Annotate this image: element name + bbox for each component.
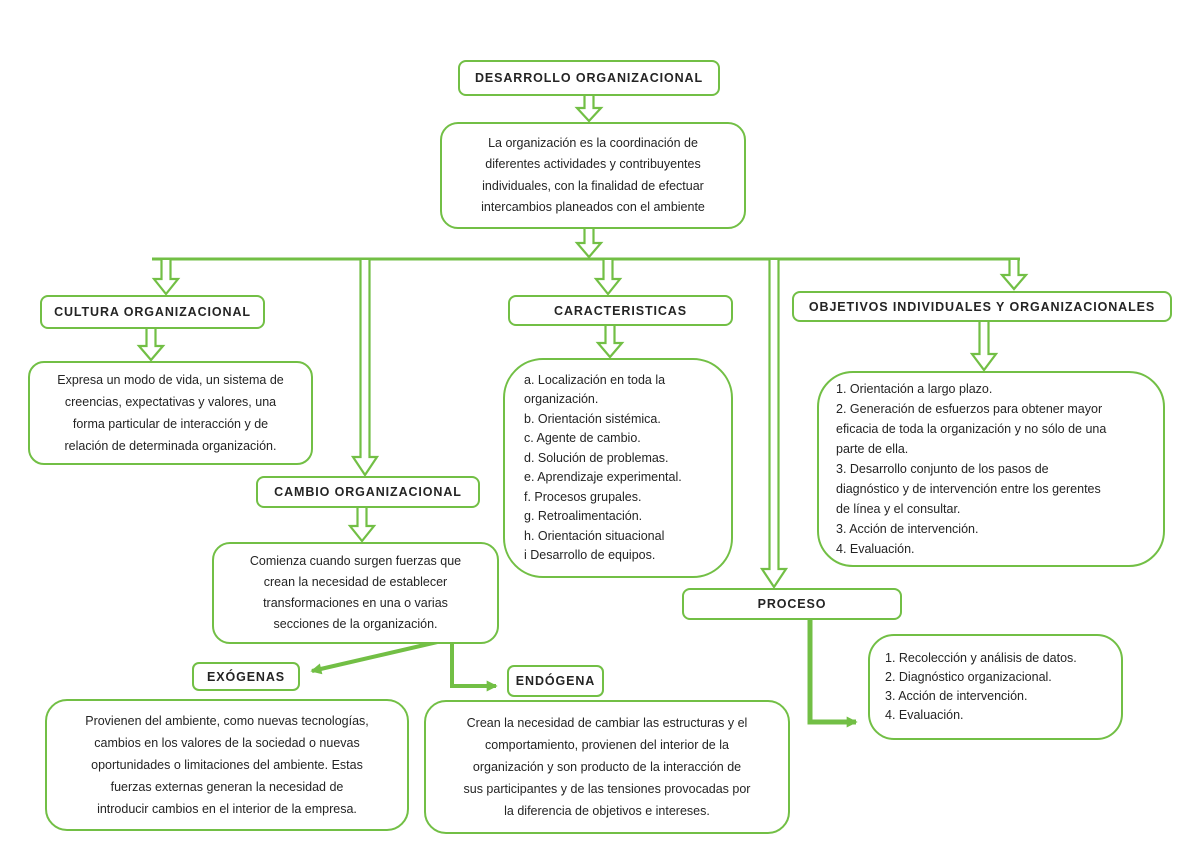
arrow-bus-to-proceso xyxy=(759,260,789,589)
node-endogena-title: ENDÓGENA xyxy=(507,665,604,697)
arrow-caracteristicas-to-lista xyxy=(595,326,625,359)
cultura-descripcion-text: Expresa un modo de vida, un sistema de c… xyxy=(57,373,284,453)
arrow-definicion-to-bus xyxy=(574,228,604,259)
node-exogenas-title: EXÓGENAS xyxy=(192,662,300,691)
node-exogenas-descripcion: Provienen del ambiente, como nuevas tecn… xyxy=(45,699,409,831)
node-cultura-title: CULTURA ORGANIZACIONAL xyxy=(40,295,265,329)
arrow-cambio-to-descripcion xyxy=(347,508,377,543)
node-caracteristicas-lista: a. Localización en toda la organización.… xyxy=(503,358,733,578)
arrow-cambio-to-exogenas xyxy=(310,638,447,675)
node-caracteristicas-title: CARACTERISTICAS xyxy=(508,295,733,326)
exogenas-descripcion-text: Provienen del ambiente, como nuevas tecn… xyxy=(85,714,369,816)
endogena-descripcion-text: Crean la necesidad de cambiar las estruc… xyxy=(463,716,751,818)
node-proceso-lista: 1. Recolección y análisis de datos. 2. D… xyxy=(868,634,1123,740)
node-cambio-title: CAMBIO ORGANIZACIONAL xyxy=(256,476,480,508)
arrow-objetivos-to-lista xyxy=(969,322,999,372)
arrow-cultura-to-descripcion xyxy=(136,329,166,362)
objetivos-lista-text: 1. Orientación a largo plazo. 2. Generac… xyxy=(836,382,1107,556)
node-cambio-descripcion: Comienza cuando surgen fuerzas que crean… xyxy=(212,542,499,644)
arrow-bus-to-cambio xyxy=(350,260,380,477)
node-desarrollo-title: DESARROLLO ORGANIZACIONAL xyxy=(458,60,720,96)
definicion-text: La organización es la coordinación de di… xyxy=(481,135,705,215)
proceso-title-label: PROCESO xyxy=(757,597,827,611)
node-objetivos-title: OBJETIVOS INDIVIDUALES Y ORGANIZACIONALE… xyxy=(792,291,1172,322)
caracteristicas-title-label: CARACTERISTICAS xyxy=(554,303,687,318)
node-definicion: La organización es la coordinación de di… xyxy=(440,122,746,229)
endogena-title-label: ENDÓGENA xyxy=(515,674,596,688)
arrow-bus-to-cultura xyxy=(151,260,181,296)
caracteristicas-lista-text: a. Localización en toda la organización.… xyxy=(524,372,682,563)
node-cultura-descripcion: Expresa un modo de vida, un sistema de c… xyxy=(28,361,313,465)
objetivos-title-label: OBJETIVOS INDIVIDUALES Y ORGANIZACIONALE… xyxy=(808,299,1156,314)
cambio-descripcion-text: Comienza cuando surgen fuerzas que crean… xyxy=(249,554,462,631)
arrow-desarrollo-to-definicion xyxy=(574,96,604,123)
node-objetivos-lista: 1. Orientación a largo plazo. 2. Generac… xyxy=(817,371,1165,567)
arrow-bus-to-caracteristicas xyxy=(593,260,623,296)
desarrollo-title-label: DESARROLLO ORGANIZACIONAL xyxy=(474,71,704,85)
connector-proceso-to-lista xyxy=(807,619,858,728)
exogenas-title-label: EXÓGENAS xyxy=(206,669,286,684)
proceso-lista-text: 1. Recolección y análisis de datos. 2. D… xyxy=(885,651,1077,722)
arrow-bus-to-objetivos xyxy=(999,260,1029,291)
cultura-title-label: CULTURA ORGANIZACIONAL xyxy=(54,305,251,319)
node-endogena-descripcion: Crean la necesidad de cambiar las estruc… xyxy=(424,700,790,834)
connector-cambio-to-endogena xyxy=(450,643,498,692)
node-proceso-title: PROCESO xyxy=(682,588,902,620)
cambio-title-label: CAMBIO ORGANIZACIONAL xyxy=(274,485,462,499)
